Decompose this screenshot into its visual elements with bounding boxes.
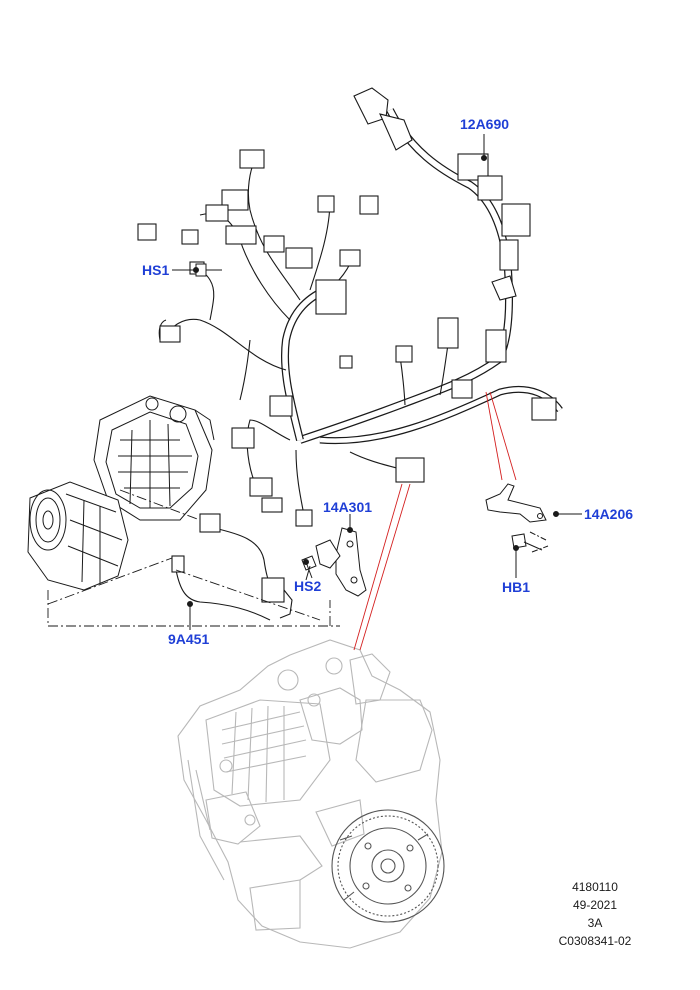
wiring-harness-icon bbox=[137, 87, 563, 527]
reference-line-4: C0308341-02 bbox=[558, 934, 632, 948]
engine-leader-lines bbox=[353, 391, 517, 651]
bolt-HS2-icon bbox=[301, 555, 317, 581]
sensor-harness-icon bbox=[171, 513, 293, 621]
bolt-HS1-icon bbox=[195, 263, 222, 277]
callout-HS1[interactable]: HS1 bbox=[142, 262, 170, 278]
callout-HS2[interactable]: HS2 bbox=[294, 578, 322, 594]
ac-compressor-icon bbox=[27, 481, 129, 591]
callout-14A206[interactable]: 14A206 bbox=[584, 506, 634, 522]
engine-block-icon bbox=[177, 639, 443, 949]
callout-leaders bbox=[172, 134, 582, 630]
callout-14A301[interactable]: 14A301 bbox=[323, 499, 373, 515]
reference-block: 4180110 49-2021 3A C0308341-02 bbox=[540, 878, 650, 950]
flywheel-icon bbox=[331, 809, 445, 923]
bracket-14A206-icon bbox=[485, 483, 547, 523]
callout-HB1[interactable]: HB1 bbox=[502, 579, 531, 595]
reference-line-2: 49-2021 bbox=[572, 898, 618, 912]
reference-line-3: 3A bbox=[587, 916, 603, 930]
bracket-14A301-icon bbox=[315, 527, 367, 597]
bolt-HB1-icon bbox=[511, 531, 549, 553]
reference-line-1: 4180110 bbox=[572, 880, 618, 894]
leader-lines bbox=[47, 489, 340, 627]
callout-9A451[interactable]: 9A451 bbox=[168, 631, 210, 647]
alternator-icon bbox=[93, 395, 215, 521]
callout-12A690[interactable]: 12A690 bbox=[460, 116, 510, 132]
